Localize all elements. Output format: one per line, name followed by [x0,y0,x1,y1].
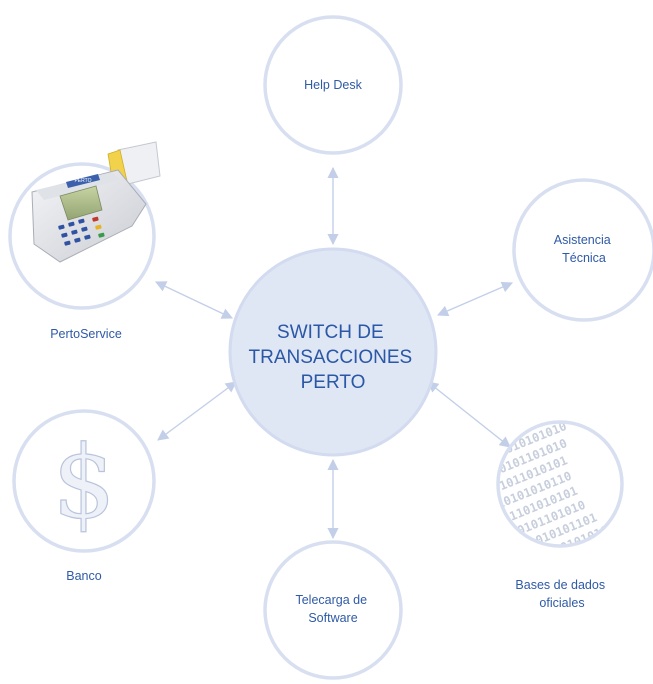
asistencia-circle [512,178,653,322]
help-desk-label-line: Help Desk [304,78,362,92]
banco-label-line: Banco [66,569,101,583]
node-banco: $ Banco [12,409,156,583]
card-terminal-icon: PERTO [31,141,161,263]
bases-circle [496,420,624,548]
connector-pertoservice [154,281,234,319]
bases-label: Bases de dados oficiales [515,578,608,610]
banco-circle [12,409,156,553]
telecarga-circle [263,540,403,680]
help-desk-label: Help Desk [304,78,362,92]
asistencia-label: Asistencia Técnica [554,233,614,265]
connector-banco [157,381,237,441]
node-help-desk: Help Desk [263,15,403,155]
telecarga-label-line: Telecarga de [295,593,367,607]
banco-label: Banco [66,569,101,583]
node-asistencia: Asistencia Técnica [512,178,653,322]
bases-label-line: oficiales [539,596,584,610]
connector-bases [427,381,511,448]
node-pertoservice: PERTO PertoService [8,141,161,341]
hub-label-line: TRANSACCIONES [249,347,413,368]
pertoservice-label-line: PertoService [50,327,122,341]
connectors [154,166,514,540]
connector-asistencia [436,281,514,317]
telecarga-label-line: Software [308,611,357,625]
device-brand: PERTO [74,178,91,184]
hub-label: SWITCH DE TRANSACCIONES PERTO [249,322,418,393]
bases-label-line: Bases de dados [515,578,605,592]
telecarga-label: Telecarga de Software [295,593,370,625]
hub-circle [228,247,438,457]
dollar-icon: $ [52,424,116,541]
hub-label-line: SWITCH DE [277,322,384,343]
help-desk-circle [263,15,403,155]
hub-label-line: PERTO [301,372,366,393]
asistencia-label-line: Asistencia [554,233,611,247]
node-telecarga: Telecarga de Software [263,540,403,680]
hub-node: SWITCH DE TRANSACCIONES PERTO [228,247,438,457]
node-bases: 01010101010 10101101010 01011010101 1010… [496,420,624,610]
asistencia-label-line: Técnica [562,251,606,265]
pertoservice-label: PertoService [50,327,122,341]
